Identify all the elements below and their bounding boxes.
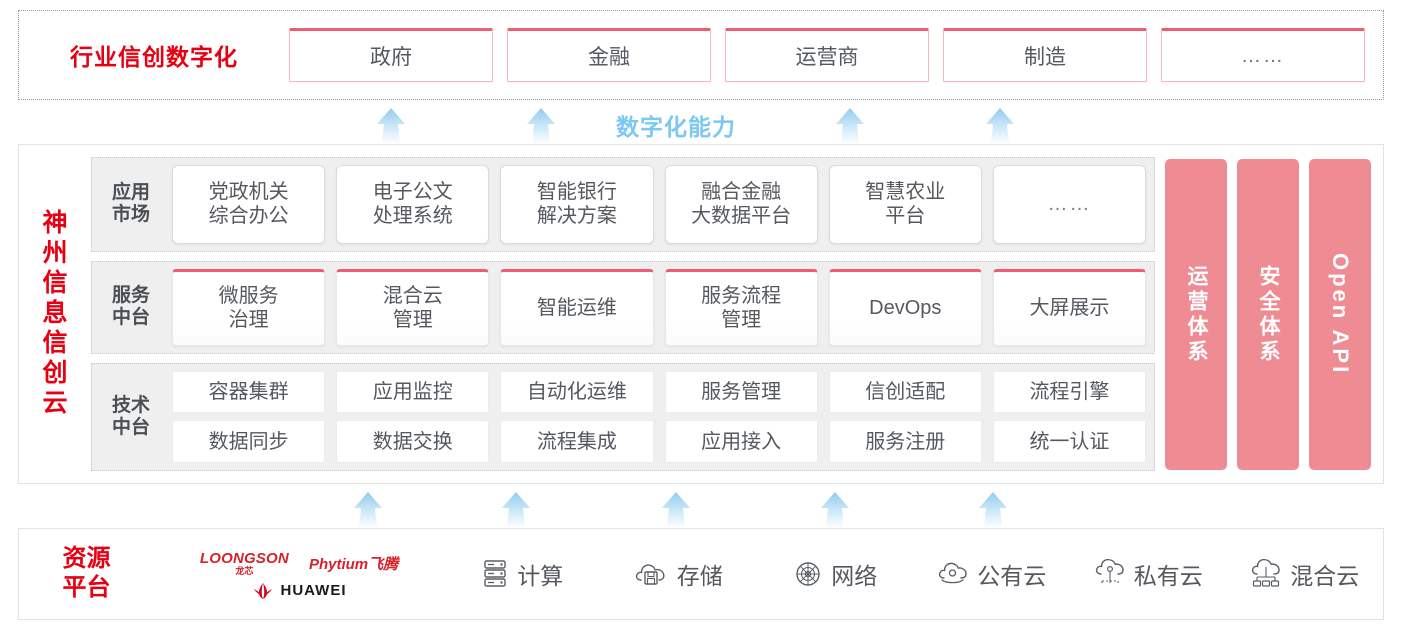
resource-item-storage[interactable]: 存储 <box>601 557 758 591</box>
pillar-open-api[interactable]: Open API <box>1309 159 1371 470</box>
service-middle-platform-cells: 微服务治理 混合云管理 智能运维 服务流程管理 DevOps 大屏展示 <box>172 268 1147 346</box>
huawei-petal-icon <box>253 582 272 599</box>
industry-card-manufacturing[interactable]: 制造 <box>943 28 1147 82</box>
layer-row-service-middle-platform: 服务中台 微服务治理 混合云管理 智能运维 服务流程管理 DevOps 大屏展示 <box>91 260 1155 354</box>
loongson-logo: LOONGSON 龙芯 <box>199 549 289 576</box>
application-market-cells: 党政机关综合办公 电子公文处理系统 智能银行解决方案 融合金融大数据平台 智慧农… <box>172 165 1147 244</box>
cell-integrated-finance-bigdata[interactable]: 融合金融大数据平台 <box>664 165 818 244</box>
digital-capability-label: 数字化能力 <box>616 114 736 140</box>
cell-service-registration[interactable]: 服务注册 <box>828 420 982 464</box>
resource-item-compute[interactable]: 计算 <box>444 557 601 591</box>
up-arrow-icon <box>815 492 855 528</box>
digital-cloud-panel: 神州信息信创云 应用市场 党政机关综合办公 电子公文处理系统 智能银行解决方案 … <box>18 144 1384 484</box>
cell-data-synchronization[interactable]: 数据同步 <box>172 420 326 464</box>
cell-smart-bank-solution[interactable]: 智能银行解决方案 <box>500 165 654 244</box>
cell-devops[interactable]: DevOps <box>828 268 982 346</box>
layer-label-technology-middle-platform: 技术中台 <box>111 394 150 438</box>
resource-item-private-cloud[interactable]: 私有云 <box>1070 557 1227 591</box>
cell-party-government-office[interactable]: 党政机关综合办公 <box>172 165 326 244</box>
cell-service-process-management[interactable]: 服务流程管理 <box>664 268 818 346</box>
resource-item-label: 计算 <box>517 563 564 589</box>
industry-digitalization-band: 行业信创数字化 政府 金融 运营商 制造 …… <box>18 10 1384 100</box>
cell-xinchuang-adaptation[interactable]: 信创适配 <box>828 370 982 414</box>
up-arrow-icon <box>973 492 1013 528</box>
cell-intelligent-operations[interactable]: 智能运维 <box>500 268 654 346</box>
resource-item-label: 私有云 <box>1133 563 1203 589</box>
cell-process-engine[interactable]: 流程引擎 <box>992 370 1147 414</box>
up-arrow-icon <box>371 108 411 144</box>
cell-microservice-governance[interactable]: 微服务治理 <box>172 268 326 346</box>
cell-electronic-document-system[interactable]: 电子公文处理系统 <box>336 165 490 244</box>
pillar-security-system[interactable]: 安全体系 <box>1237 159 1299 470</box>
cell-process-integration[interactable]: 流程集成 <box>500 420 654 464</box>
resource-item-hybrid-cloud[interactable]: 混合云 <box>1227 557 1384 591</box>
up-arrow-icon <box>521 108 561 144</box>
resource-item-list: 计算 存储 网络 <box>444 557 1383 591</box>
cell-automated-operations[interactable]: 自动化运维 <box>500 370 654 414</box>
technology-row-2: 数据同步 数据交换 流程集成 应用接入 服务注册 统一认证 <box>172 420 1147 464</box>
huawei-wordmark: HUAWEI <box>280 582 347 599</box>
industry-card-operator[interactable]: 运营商 <box>725 28 929 82</box>
cell-hybrid-cloud-management[interactable]: 混合云管理 <box>336 268 490 346</box>
vendor-logo-row-1: LOONGSON 龙芯 Phytium飞腾 <box>200 551 398 576</box>
capability-arrow-strip-bottom <box>18 486 1384 528</box>
layer-label-application-market: 应用市场 <box>111 182 150 226</box>
cell-large-screen-display[interactable]: 大屏展示 <box>992 268 1147 346</box>
resource-item-label: 存储 <box>676 563 723 589</box>
cell-application-access[interactable]: 应用接入 <box>664 420 818 464</box>
industry-card-finance[interactable]: 金融 <box>507 28 711 82</box>
cell-application-monitoring[interactable]: 应用监控 <box>336 370 490 414</box>
phytium-logo: Phytium飞腾 <box>308 555 399 573</box>
cell-application-more[interactable]: …… <box>992 165 1147 244</box>
industry-card-government[interactable]: 政府 <box>289 28 493 82</box>
layer-row-technology-middle-platform: 技术中台 容器集群 应用监控 自动化运维 服务管理 信创适配 流程引擎 数据同步… <box>91 362 1155 472</box>
up-arrow-icon <box>830 108 870 144</box>
resource-platform-panel: 资源平台 LOONGSON 龙芯 Phytium飞腾 HUAWEI <box>18 528 1384 620</box>
server-icon <box>484 560 506 587</box>
cell-data-exchange[interactable]: 数据交换 <box>336 420 490 464</box>
up-arrow-icon <box>348 492 388 528</box>
layer-row-application-market: 应用市场 党政机关综合办公 电子公文处理系统 智能银行解决方案 融合金融大数据平… <box>91 157 1155 252</box>
industry-card-list: 政府 金融 运营商 制造 …… <box>289 28 1383 82</box>
layer-label-service-middle-platform: 服务中台 <box>111 285 150 329</box>
resource-item-network[interactable]: 网络 <box>757 557 914 591</box>
industry-card-more[interactable]: …… <box>1161 28 1365 82</box>
cell-unified-authentication[interactable]: 统一认证 <box>992 420 1147 464</box>
resource-item-public-cloud[interactable]: 公有云 <box>914 557 1071 591</box>
resource-item-label: 网络 <box>831 563 878 589</box>
technology-row-1: 容器集群 应用监控 自动化运维 服务管理 信创适配 流程引擎 <box>172 370 1147 414</box>
resource-item-label: 公有云 <box>977 563 1047 589</box>
industry-band-title: 行业信创数字化 <box>70 44 238 70</box>
cloud-panel-title: 神州信息信创云 <box>39 209 67 419</box>
cell-container-cluster[interactable]: 容器集群 <box>172 370 326 414</box>
network-mesh-icon <box>796 562 820 586</box>
private-cloud-icon <box>1095 559 1124 585</box>
cloud-panel-body: 应用市场 党政机关综合办公 电子公文处理系统 智能银行解决方案 融合金融大数据平… <box>87 145 1383 483</box>
resource-platform-title: 资源平台 <box>62 545 111 601</box>
pillar-operations-system[interactable]: 运营体系 <box>1165 159 1227 470</box>
cloud-storage-icon <box>635 564 665 585</box>
cell-service-management[interactable]: 服务管理 <box>664 370 818 414</box>
huawei-logo: HUAWEI <box>252 582 347 600</box>
up-arrow-icon <box>980 108 1020 144</box>
resource-item-label: 混合云 <box>1290 563 1360 589</box>
cloud-layer-list: 应用市场 党政机关综合办公 电子公文处理系统 智能银行解决方案 融合金融大数据平… <box>91 157 1155 472</box>
cloud-side-pillars: 运营体系 安全体系 Open API <box>1165 157 1371 471</box>
capability-arrow-strip-top: 数字化能力 <box>18 102 1384 144</box>
technology-middle-platform-cells: 容器集群 应用监控 自动化运维 服务管理 信创适配 流程引擎 数据同步 数据交换… <box>172 370 1147 464</box>
cell-smart-agriculture-platform[interactable]: 智慧农业平台 <box>828 165 982 244</box>
hybrid-cloud-icon <box>1252 559 1280 587</box>
vendor-logo-group: LOONGSON 龙芯 Phytium飞腾 HUAWEI <box>154 549 444 600</box>
up-arrow-icon <box>496 492 536 528</box>
up-arrow-icon <box>656 492 696 528</box>
public-cloud-icon <box>939 562 967 584</box>
